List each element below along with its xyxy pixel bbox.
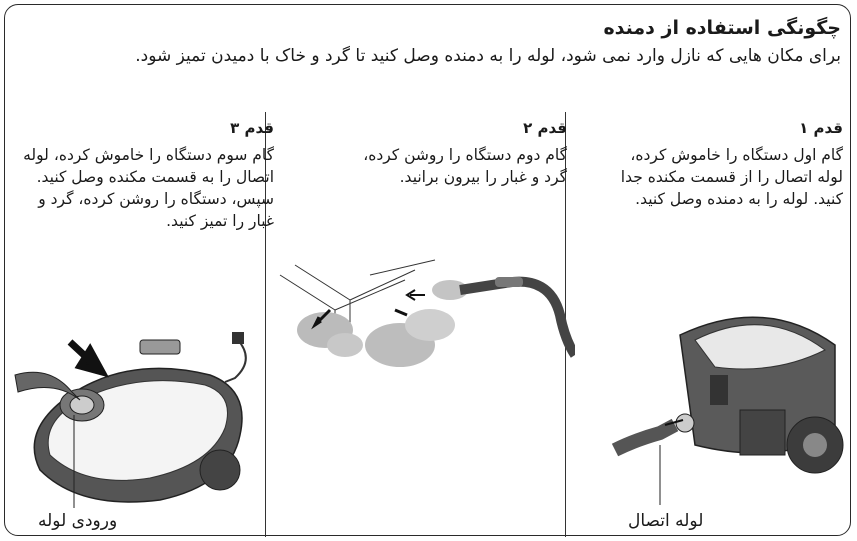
step-2-text: گام دوم دستگاه را روشن کرده، گرد و غبار … bbox=[352, 144, 567, 188]
step-1-heading: قدم ۱ bbox=[618, 118, 843, 138]
step-2: قدم ۲ گام دوم دستگاه را روشن کرده، گرد و… bbox=[352, 118, 567, 188]
step-1-caption: لوله اتصال bbox=[628, 510, 703, 532]
intro-text: برای مکان هایی که نازل وارد نمی شود، لول… bbox=[11, 45, 841, 68]
step-2-blowing-illustration bbox=[275, 255, 575, 375]
step-1-text: گام اول دستگاه را خاموش کرده، لوله اتصال… bbox=[618, 144, 843, 210]
step-3-heading: قدم ۳ bbox=[12, 118, 274, 138]
step-1-vacuum-illustration bbox=[605, 295, 850, 515]
step-3-vacuum-illustration bbox=[10, 320, 265, 520]
page-title: چگونگی استفاده از دمنده bbox=[603, 16, 841, 40]
step-3-caption: ورودی لوله bbox=[38, 510, 117, 532]
step-3: قدم ۳ گام سوم دستگاه را خاموش کرده، لوله… bbox=[12, 118, 274, 232]
step-1: قدم ۱ گام اول دستگاه را خاموش کرده، لوله… bbox=[618, 118, 843, 210]
step-3-text: گام سوم دستگاه را خاموش کرده، لوله اتصال… bbox=[12, 144, 274, 232]
step-2-heading: قدم ۲ bbox=[352, 118, 567, 138]
